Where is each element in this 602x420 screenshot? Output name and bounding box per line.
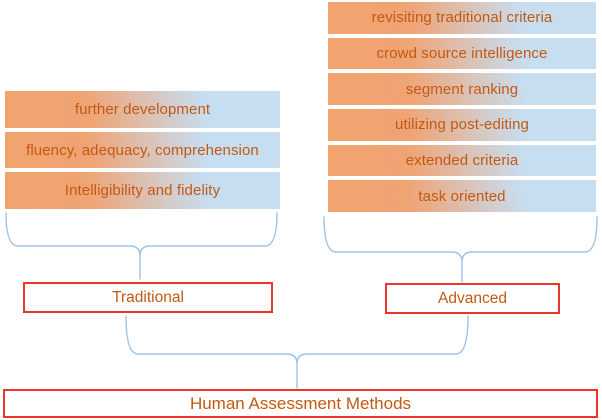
advanced-items-group: revisiting traditional criteria crowd so… [328, 2, 596, 213]
advanced-label: Advanced [438, 289, 507, 307]
list-item-utilizing-post-editing: utilizing post-editing [328, 109, 596, 141]
traditional-label: Traditional [112, 288, 184, 306]
root-label: Human Assessment Methods [189, 393, 412, 413]
list-item-intelligibility-and-fidelity: Intelligibility and fidelity [5, 172, 280, 210]
list-item-task-oriented: task oriented [328, 180, 596, 213]
root-brace [125, 315, 469, 389]
list-item-further-development: further development [5, 91, 280, 128]
traditional-brace [5, 212, 278, 280]
human-assessment-methods-box: Human Assessment Methods [3, 389, 598, 418]
list-item-crowd-source-intelligence: crowd source intelligence [328, 37, 596, 70]
list-item-extended-criteria: extended criteria [328, 144, 596, 177]
traditional-items-group: further development fluency, adequacy, c… [5, 91, 280, 210]
list-item-fluency-adequacy-comprehension: fluency, adequacy, comprehension [5, 131, 280, 169]
traditional-category-box: Traditional [23, 282, 273, 313]
list-item-segment-ranking: segment ranking [328, 73, 596, 106]
list-item-revisiting-traditional-criteria: revisiting traditional criteria [328, 2, 596, 34]
advanced-brace [323, 216, 598, 283]
advanced-category-box: Advanced [385, 283, 560, 314]
